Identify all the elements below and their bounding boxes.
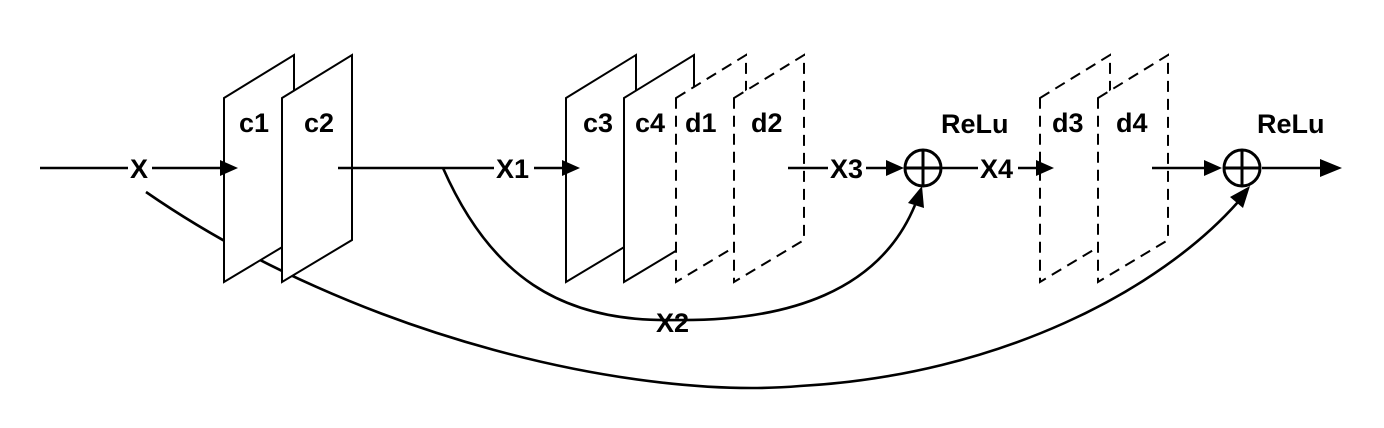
arrowhead-output [1320, 159, 1342, 177]
activation-label-relu-2: ReLu [1257, 109, 1325, 139]
layer-plane-d3 [1039, 53, 1111, 284]
sum-node-2 [1222, 148, 1262, 188]
arrowhead-into-c1 [220, 160, 238, 176]
layer-plane-d2 [733, 53, 805, 284]
sum-node-1 [903, 148, 943, 188]
layer-plane-c2 [281, 53, 353, 284]
layer-label-c3: c3 [583, 108, 613, 138]
activation-label-relu-1: ReLu [941, 109, 1009, 139]
signal-label-x4: X4 [980, 154, 1013, 184]
arrowhead-into-c3 [562, 160, 580, 176]
layer-label-d1: d1 [685, 108, 717, 138]
layer-plane-d1 [675, 53, 747, 284]
arrowhead-skip-x2 [908, 186, 924, 208]
layer-label-d3: d3 [1052, 108, 1084, 138]
layer-label-c4: c4 [635, 108, 665, 138]
layer-plane-d4 [1097, 53, 1169, 284]
layer-label-c1: c1 [239, 108, 269, 138]
signal-label-x2: X2 [656, 308, 689, 338]
arrowhead-into-d3 [1036, 160, 1054, 176]
skip-curve-x2 [441, 167, 917, 322]
signal-label-x3: X3 [830, 154, 863, 184]
layer-label-d2: d2 [751, 108, 783, 138]
arrowhead-into-sum-1 [886, 160, 904, 176]
signal-label-x1: X1 [496, 154, 529, 184]
layer-label-c2: c2 [304, 108, 334, 138]
layer-label-d4: d4 [1116, 108, 1148, 138]
signal-label-x: X [130, 154, 148, 184]
arrowhead-into-sum-2 [1204, 160, 1222, 176]
arrowhead-skip-x [1230, 186, 1250, 208]
skip-curve-x [145, 190, 1239, 390]
